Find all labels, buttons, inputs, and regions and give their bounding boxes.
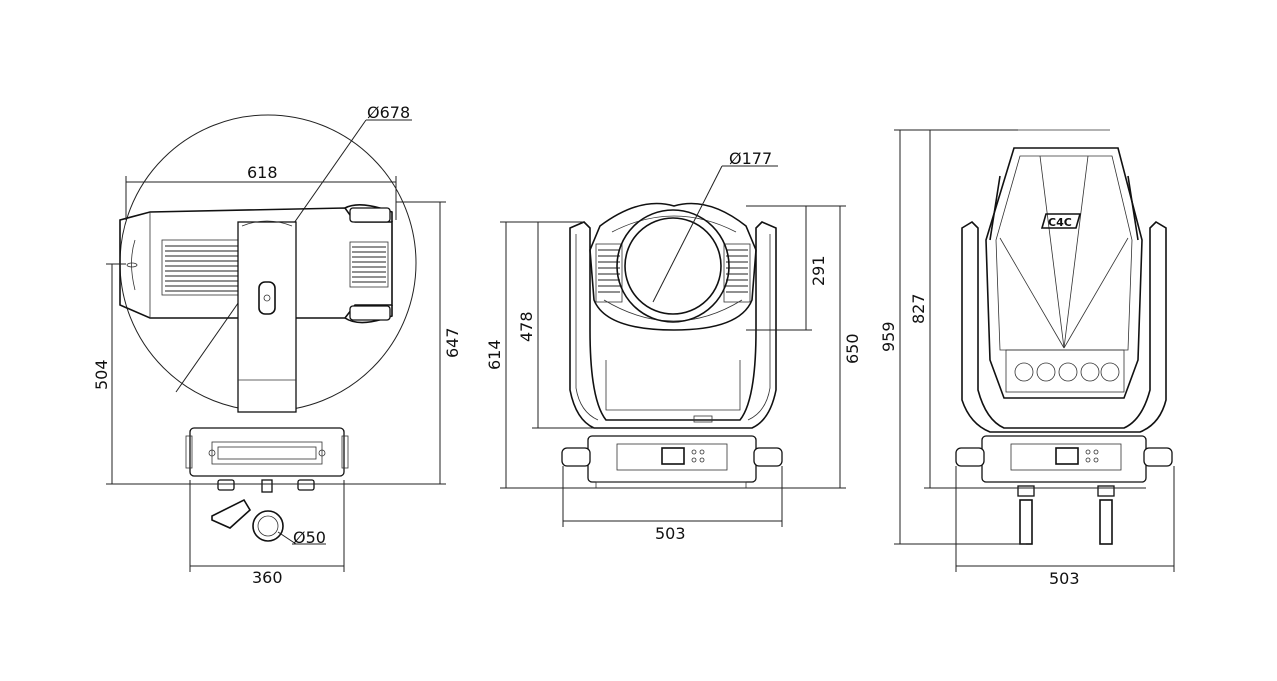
dim-yoke-total: 614 (485, 339, 504, 370)
back-base (981, 435, 1147, 483)
dim-total-height: 650 (843, 333, 862, 364)
side-view: Ø678 618 647 504 360 Ø50 (92, 103, 462, 587)
dim-clamp-diameter: Ø50 (293, 528, 326, 547)
dim-base-width: 503 (655, 524, 686, 543)
clamp (211, 498, 252, 529)
dim-head-length: 618 (247, 163, 278, 182)
front-head (589, 202, 757, 331)
front-base (587, 435, 757, 483)
back-view: C4C 959 827 503 (879, 129, 1175, 588)
dim-height: 647 (443, 327, 462, 358)
dim-head-height: 291 (809, 255, 828, 286)
dim-lens-diameter: Ø177 (729, 149, 772, 168)
dim-base-width-back: 503 (1049, 569, 1080, 588)
dim-total-height-with-clamps: 959 (879, 321, 898, 352)
logo-text: C4C (1048, 216, 1072, 229)
fan-grille (1005, 349, 1125, 393)
back-head (985, 147, 1143, 399)
side-base (189, 427, 345, 477)
dim-yoke-inner: 478 (517, 311, 536, 342)
dim-height: 827 (909, 293, 928, 324)
dim-yoke-height: 504 (92, 359, 111, 390)
lens (616, 209, 730, 323)
dim-base-depth: 360 (252, 568, 283, 587)
front-view: Ø177 291 650 614 478 503 (485, 149, 862, 543)
yoke-arm (237, 221, 297, 413)
front-yoke (569, 221, 777, 429)
dim-swing-diameter: Ø678 (367, 103, 410, 122)
